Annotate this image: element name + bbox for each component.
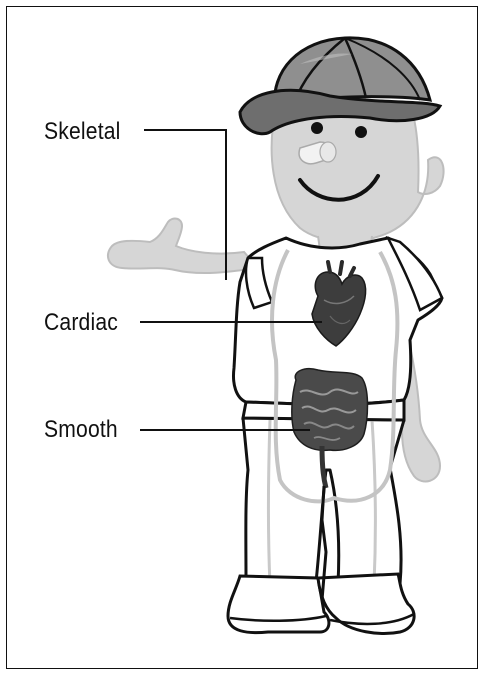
left-eye (311, 122, 323, 134)
shoes (228, 574, 414, 633)
extended-arm (108, 219, 258, 274)
right-eye (355, 126, 367, 138)
label-smooth: Smooth (44, 416, 118, 444)
label-cardiac: Cardiac (44, 309, 118, 337)
head (272, 105, 444, 250)
label-skeletal: Skeletal (44, 118, 121, 146)
